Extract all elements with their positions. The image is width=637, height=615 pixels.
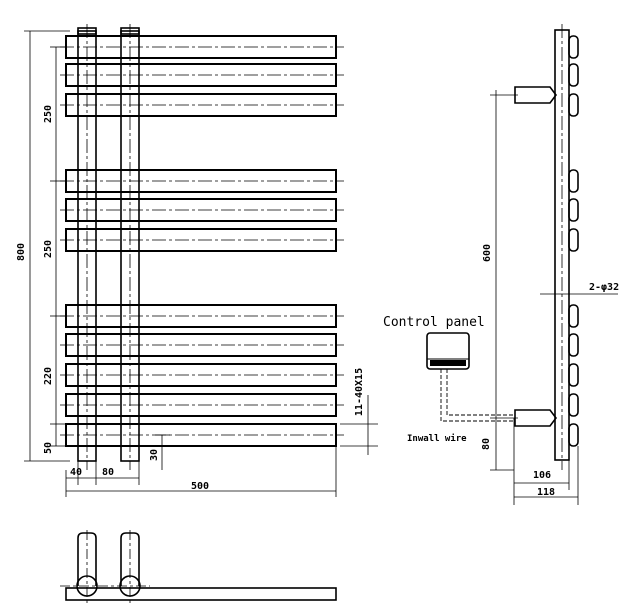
dim-mount-spacing: 600 [482,244,493,262]
dim-overall-width: 500 [191,481,209,492]
dim-depth-outer: 118 [537,487,555,498]
control-panel-label: Control panel [383,315,485,330]
bottom-view [60,530,337,604]
bottom-bar [65,587,337,601]
bar-ends [568,35,579,447]
dim-overall-height: 800 [16,243,27,261]
dim-spacing-middle: 250 [43,240,54,258]
dim-bottom-offset: 80 [481,438,492,450]
dim-pipe-spacing: 80 [102,467,114,478]
inwall-wire-label: Inwall wire [407,433,467,444]
upper-wall-bracket [514,86,557,104]
center-lines [60,24,344,470]
inwall-wire [440,369,515,422]
dim-tube-spec: 11-40X15 [354,368,365,416]
dim-offset-bottom: 30 [149,449,160,461]
dim-pipe-spec: 2-φ32 [589,282,619,293]
control-panel-box [426,332,470,370]
front-dimensions [24,30,378,497]
horizontal-bars [65,35,337,447]
lower-wall-bracket [514,409,557,427]
dim-offset-left: 40 [70,467,82,478]
side-dimensions [490,90,618,505]
dim-spacing-bottom: 50 [43,442,54,454]
side-view: Control panel Inwall wire 600 2-φ32 80 1… [383,24,619,505]
dim-depth-inner: 106 [533,470,551,481]
front-view: 800 250 250 220 50 11-40X15 40 80 30 500 [16,24,378,497]
dim-spacing-lower: 220 [43,367,54,385]
dim-spacing-top: 250 [43,105,54,123]
